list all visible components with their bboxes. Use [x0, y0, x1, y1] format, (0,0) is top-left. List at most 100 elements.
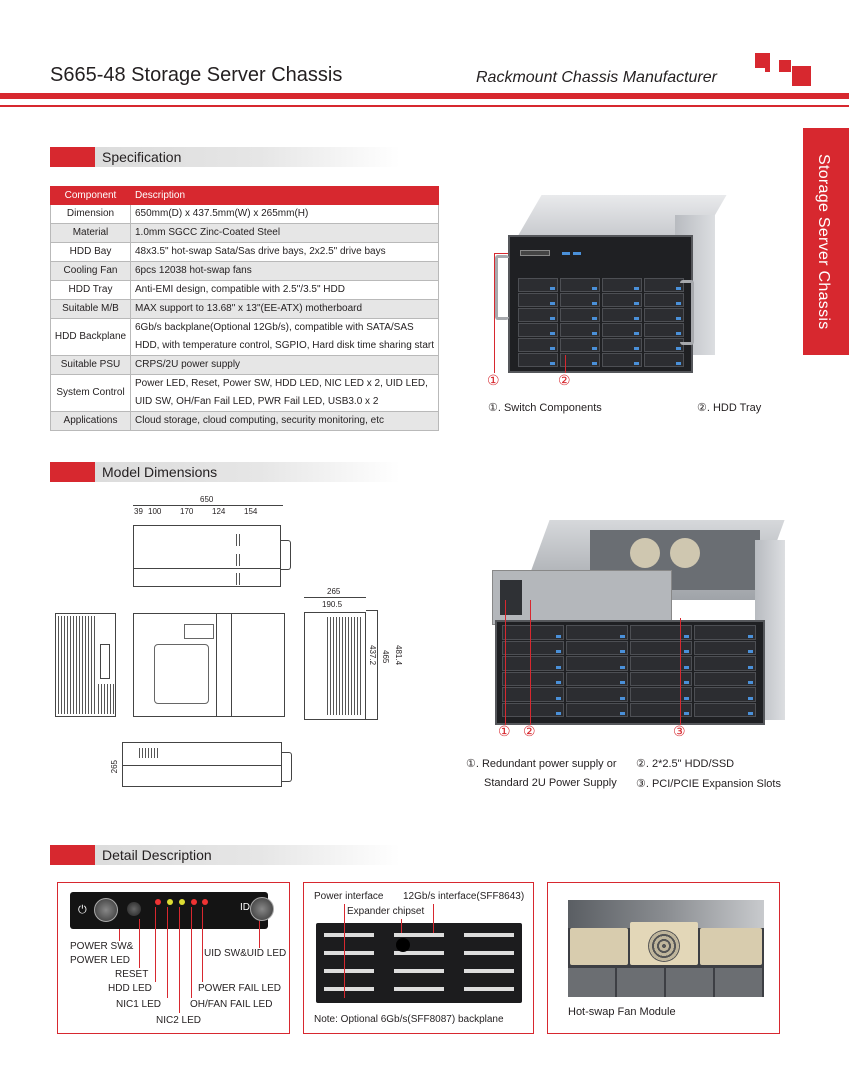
label-uid-sw-led: UID SW&UID LED — [204, 948, 287, 959]
cell-component: Suitable M/B — [50, 299, 131, 319]
drive-tray — [644, 338, 684, 352]
backplane-photo — [316, 923, 522, 1003]
drive-tray — [566, 671, 628, 686]
dim-label: 170 — [180, 507, 194, 516]
drive-tray — [602, 338, 642, 352]
cell-component: HDD Backplane — [50, 318, 131, 356]
section-title: Specification — [102, 149, 182, 165]
dim-label: 265 — [327, 587, 341, 596]
label-power-fail-led: POWER FAIL LED — [198, 983, 281, 994]
label-power-sw: POWER SW& — [70, 941, 134, 952]
cell-description: Power LED, Reset, Power SW, HDD LED, NIC… — [130, 374, 439, 412]
description-line: Cloud storage, cloud computing, security… — [135, 415, 385, 426]
drive-tray — [502, 656, 564, 671]
drive-tray — [694, 656, 756, 671]
dim-label: 154 — [244, 507, 258, 516]
drive-tray — [560, 323, 600, 337]
cell-component: Cooling Fan — [50, 261, 131, 281]
description-line: 48x3.5" hot-swap Sata/Sas drive bays, 2x… — [135, 246, 386, 257]
backplane-connector — [464, 987, 514, 991]
front-chassis-photo — [490, 195, 727, 373]
dim-label: 481.4 — [394, 645, 403, 666]
drive-tray — [518, 308, 558, 322]
cell-description: 1.0mm SGCC Zinc-Coated Steel — [130, 223, 439, 243]
dim-label: 190.5 — [322, 600, 343, 609]
top-view-drawing — [133, 525, 281, 587]
callout-line — [530, 600, 531, 725]
label-power-interface: Power interface — [314, 891, 384, 902]
label-reset: RESET — [115, 969, 149, 980]
header-rule-thick — [0, 93, 849, 99]
column-header: Description — [130, 186, 439, 205]
cell-component: HDD Tray — [50, 280, 131, 300]
callout-line — [505, 600, 506, 725]
cell-description: Anti-EMI design, compatible with 2.5"/3.… — [130, 280, 439, 300]
backplane-detail-box: Power interface 12Gb/s interface(SFF8643… — [303, 882, 534, 1034]
cell-component: Suitable PSU — [50, 355, 131, 375]
front-panel-detail-box: ⏻ ID POWER SW& POWER LED RESET HDD LED N… — [57, 882, 290, 1034]
section-title: Model Dimensions — [102, 464, 218, 480]
cell-description: 6pcs 12038 hot-swap fans — [130, 261, 439, 281]
header-rule-thin — [0, 105, 849, 107]
front-panel-photo: ⏻ ID — [70, 892, 274, 929]
label-nic2-led: NIC2 LED — [156, 1015, 202, 1026]
backplane-connector — [394, 987, 444, 991]
label-nic1-led: NIC1 LED — [116, 999, 162, 1010]
cell-description: 6Gb/s backplane(Optional 12Gb/s), compat… — [130, 318, 439, 356]
drive-tray — [644, 308, 684, 322]
drive-tray — [694, 702, 756, 717]
drive-tray — [630, 656, 692, 671]
dim-label: 437.2 — [368, 645, 377, 666]
cell-component: Dimension — [50, 204, 131, 224]
drive-tray — [644, 278, 684, 292]
drive-tray — [518, 293, 558, 307]
description-line: 1.0mm SGCC Zinc-Coated Steel — [135, 227, 281, 238]
drive-tray — [630, 625, 692, 640]
power-icon: ⏻ — [78, 904, 87, 916]
label-oh-fan-fail-led: OH/FAN FAIL LED — [190, 999, 273, 1010]
drive-tray — [630, 640, 692, 655]
callout-marker: ③ — [673, 723, 686, 739]
dim-label: 265 — [110, 760, 119, 774]
backplane-note: Note: Optional 6Gb/s(SFF8087) backplane — [314, 1014, 504, 1025]
drive-tray — [566, 687, 628, 702]
backplane-connector — [324, 969, 374, 973]
cell-description: 48x3.5" hot-swap Sata/Sas drive bays, 2x… — [130, 242, 439, 262]
drive-tray — [502, 625, 564, 640]
caption-power-supply-2: Standard 2U Power Supply — [484, 777, 617, 789]
caption-expansion-slots: ③. PCI/PCIE Expansion Slots — [636, 778, 781, 790]
cell-component: Applications — [50, 411, 131, 431]
drive-tray — [502, 702, 564, 717]
cell-description: Cloud storage, cloud computing, security… — [130, 411, 439, 431]
dim-label: 39 — [134, 507, 143, 516]
drive-tray — [502, 687, 564, 702]
callout-marker: ② — [558, 372, 571, 388]
id-label: ID — [240, 902, 250, 913]
drive-tray — [644, 323, 684, 337]
callout-marker: ② — [523, 723, 536, 739]
section-header-model-dimensions: Model Dimensions — [50, 462, 400, 482]
page-title: S665-48 Storage Server Chassis — [50, 64, 343, 86]
backplane-connector — [394, 969, 444, 973]
drive-tray — [560, 278, 600, 292]
caption-hdd-tray: ②. HDD Tray — [697, 402, 762, 414]
callout-marker: ① — [487, 372, 500, 388]
description-line: Power LED, Reset, Power SW, HDD LED, NIC… — [135, 378, 428, 389]
drive-tray — [566, 656, 628, 671]
drive-tray — [644, 353, 684, 367]
section-title: Detail Description — [102, 847, 212, 863]
callout-marker: ① — [498, 723, 511, 739]
drive-tray — [518, 278, 558, 292]
drive-tray — [502, 671, 564, 686]
callout-line — [680, 618, 681, 725]
backplane-connector — [324, 987, 374, 991]
drive-tray — [518, 323, 558, 337]
drive-tray — [602, 293, 642, 307]
